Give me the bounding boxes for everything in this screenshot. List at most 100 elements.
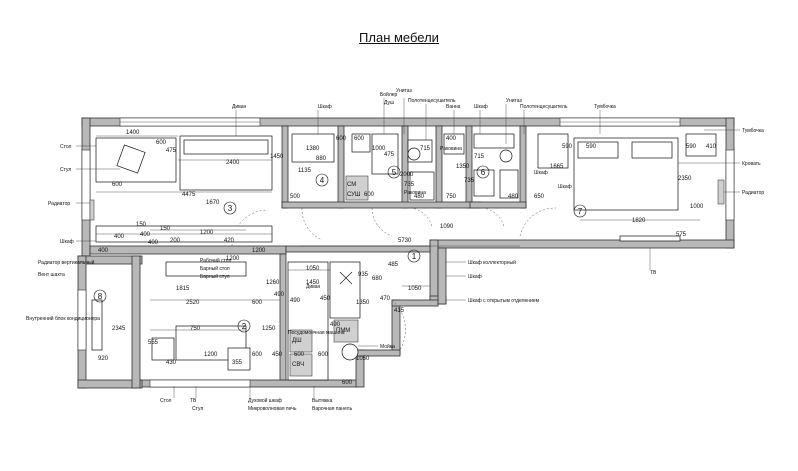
appliance-labels: СМ СУШ ПММ ДШ СВЧ: [292, 182, 360, 368]
dim-value: 400: [140, 232, 151, 238]
callout-kitchen-sofa: Диван: [306, 284, 321, 290]
callouts-right: Тумбочка Кровать Радиатор ТВ: [650, 128, 764, 276]
callout-wardrobe-7: Шкаф: [534, 170, 548, 176]
callout-table-3: Стол: [60, 144, 72, 150]
dim-value: 1200: [226, 256, 240, 262]
dim-value: 490: [330, 322, 341, 328]
dim-value: 2345: [112, 326, 126, 332]
callout-wardrobe-4: Шкаф: [318, 104, 332, 110]
room-6-label: 6: [481, 168, 486, 177]
dim-value: 1380: [306, 146, 320, 152]
dim-value: 590: [686, 144, 697, 150]
callout-chair-2: Стул: [192, 406, 203, 412]
dim-value: 430: [166, 360, 177, 366]
oven-label: ДШ: [292, 338, 302, 344]
room-4-label: 4: [320, 176, 325, 185]
dim-value: 150: [160, 226, 171, 232]
callout-bed: Кровать: [742, 161, 761, 167]
dim-value: 590: [586, 144, 597, 150]
callout-bar-stool: Барный стул: [200, 273, 230, 280]
callout-wardrobe-7b: Шкаф: [558, 184, 572, 190]
dim-value: 355: [232, 360, 243, 366]
dim-value: 680: [372, 276, 383, 282]
dim-value: 500: [290, 194, 301, 200]
dim-value: 1815: [176, 286, 190, 292]
callout-dishwasher: Посудомоечная машина: [288, 330, 345, 336]
callout-sink: Мойка: [380, 343, 395, 350]
dim-value: 1665: [550, 164, 564, 170]
dim-value: 1000: [690, 204, 704, 210]
dim-value: 5730: [398, 238, 412, 244]
dim-value: 450: [320, 296, 331, 302]
microwave-label: СВЧ: [292, 362, 304, 368]
callout-hood: Вытяжка: [312, 398, 333, 404]
callout-radiator-vertical: Радиатор вертикальный: [38, 259, 95, 266]
callout-shower: Душ: [384, 100, 394, 106]
room-7-label: 7: [578, 207, 583, 216]
dim-value: 400: [98, 248, 109, 254]
dim-value: 2000: [400, 172, 414, 178]
dim-value: 485: [388, 262, 399, 268]
dim-value: 490: [274, 292, 285, 298]
callout-toilet-5: Унитаз: [396, 88, 412, 94]
callout-wardrobe-6: Шкаф: [474, 104, 488, 110]
room-1-label: 1: [412, 252, 417, 261]
callout-radiator-3: Радиатор: [48, 201, 70, 207]
dim-value: 1050: [306, 266, 320, 272]
dim-value: 600: [342, 380, 353, 386]
dim-value: 935: [358, 272, 369, 278]
dim-value: 600: [252, 300, 263, 306]
dryer-label: СУШ: [347, 192, 360, 198]
callout-boiler: Бойлер: [380, 91, 398, 98]
dim-value: 1090: [440, 224, 454, 230]
dim-value: 880: [316, 156, 327, 162]
callouts-top: Диван Шкаф Бойлер Унитаз Полотенцесушите…: [232, 88, 616, 110]
dim-value: 1400: [126, 130, 140, 136]
callout-microwave: Микроволновая печь: [248, 406, 297, 412]
callout-nightstand-top: Тумбочка: [594, 104, 616, 110]
callout-washbasin-5: Раковина: [404, 190, 426, 196]
dim-value: 715: [474, 154, 485, 160]
dim-value: 600: [336, 136, 347, 142]
callout-toilet-6: Унитаз: [506, 98, 522, 104]
dim-value: 1350: [356, 300, 370, 306]
dim-value: 555: [148, 340, 159, 346]
dim-value: 590: [562, 144, 573, 150]
dim-value: 750: [190, 326, 201, 332]
dim-value: 400: [148, 240, 159, 246]
callout-chair-3: Стул: [60, 167, 71, 173]
dim-value: 480: [414, 194, 425, 200]
room-5-label: 5: [392, 168, 397, 177]
dim-value: 575: [676, 232, 687, 238]
dimension-lines: [96, 135, 700, 331]
dim-value: 475: [166, 148, 177, 154]
dim-value: 650: [534, 194, 545, 200]
callout-hob: Варочная панель: [312, 406, 353, 412]
dim-value: 1670: [206, 200, 220, 206]
dim-value: 1820: [632, 218, 646, 224]
dim-value: 1450: [270, 154, 284, 160]
callout-nightstand: Тумбочка: [742, 128, 764, 134]
dim-value: 600: [318, 352, 329, 358]
dim-value: 450: [272, 352, 283, 358]
callout-open-cabinet: Шкаф с открытым отделением: [468, 298, 540, 304]
dim-value: 735: [464, 178, 475, 184]
callouts-bottom: Стол ТВ Стул Духовой шкаф Микроволновая …: [160, 397, 353, 412]
dishwasher-label: ПММ: [336, 328, 350, 334]
dims-room8: 2345 920: [98, 326, 126, 362]
dim-value: 4475: [182, 192, 196, 198]
callout-bath: Ванна: [446, 104, 461, 110]
callout-towel-dryer-5: Полотенцесушитель: [408, 98, 456, 104]
dim-value: 600: [252, 352, 263, 358]
dim-value: 470: [380, 296, 391, 302]
dim-value: 410: [706, 144, 717, 150]
dim-value: 2520: [186, 300, 200, 306]
callout-washbasin-6: Раковина: [440, 146, 462, 152]
dim-value: 750: [446, 194, 457, 200]
callout-wardrobe-3: Шкаф: [60, 239, 74, 245]
dim-value: 1350: [456, 164, 470, 170]
dim-value: 1000: [372, 146, 386, 152]
dims-room2: 1815 2520 600 750 1250 555 430 1200 355 …: [148, 256, 329, 366]
dim-value: 400: [114, 234, 125, 240]
